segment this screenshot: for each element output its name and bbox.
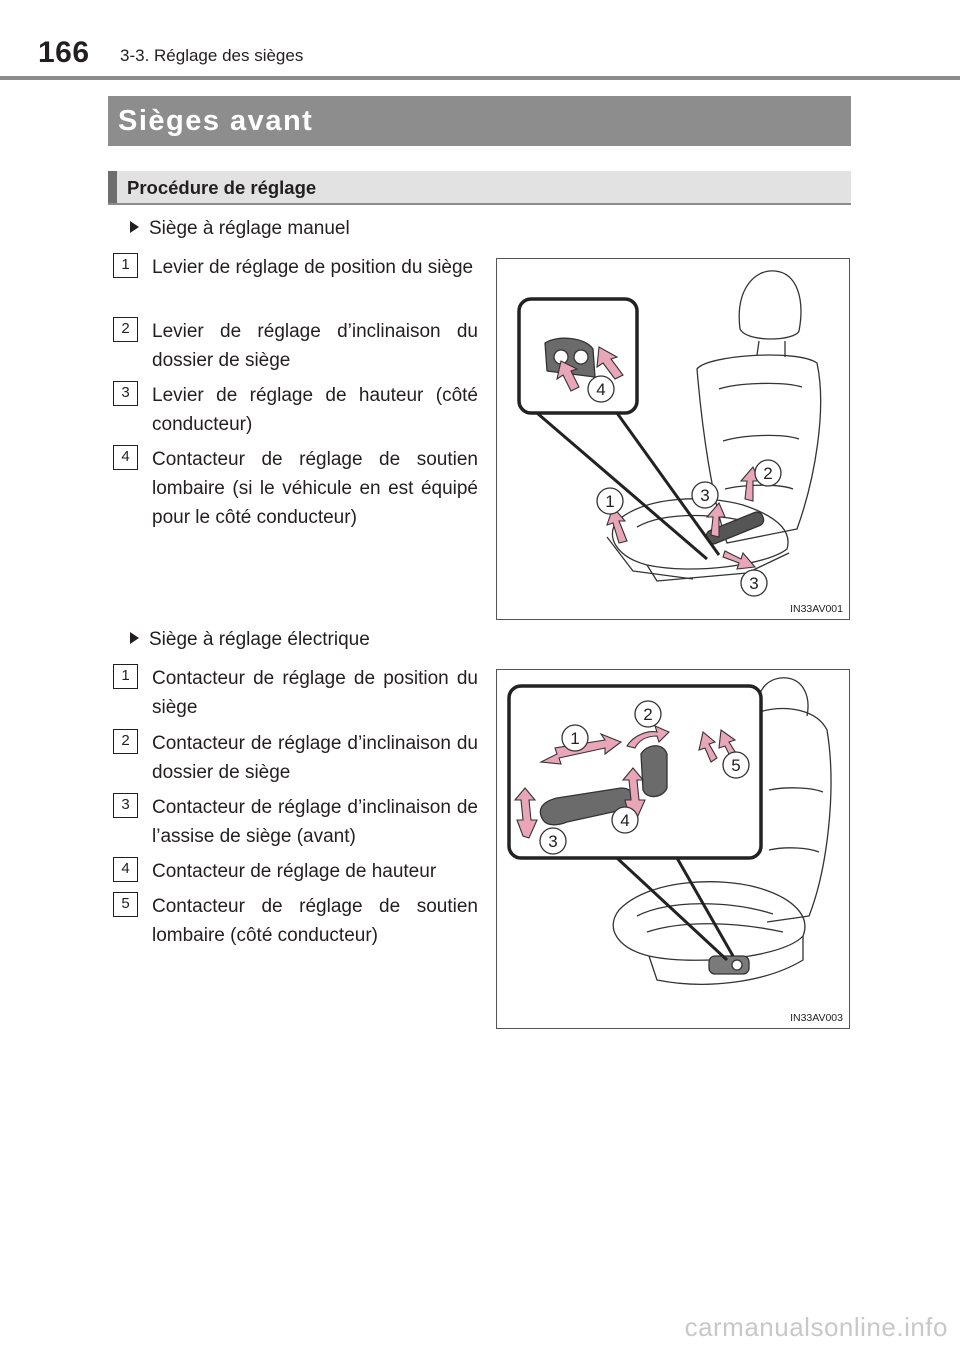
subsection-accent — [108, 171, 117, 203]
manual-seat-figure: 4 2 3 1 3 IN33AV001 — [496, 258, 850, 620]
electric-item-5: 5 Contacteur de réglage de soutien lomba… — [113, 892, 478, 950]
electric-item-2: 2 Contacteur de réglage d’inclinaison du… — [113, 729, 478, 787]
electric-seat-heading-text: Siège à réglage électrique — [149, 629, 370, 650]
item-number-badge: 3 — [113, 793, 138, 818]
subsection-title: Procédure de réglage — [127, 177, 317, 198]
callout-3b: 3 — [749, 574, 758, 593]
callout-circle — [596, 487, 624, 515]
manual-item-3: 3 Levier de réglage de hauteur (côté con… — [113, 381, 478, 439]
triangle-bullet-icon — [130, 221, 139, 233]
callout-1: 1 — [570, 729, 579, 748]
triangle-bullet-icon — [130, 632, 139, 644]
callout-circle — [561, 724, 589, 752]
callout-3: 3 — [700, 486, 709, 505]
item-number-badge: 2 — [113, 317, 138, 342]
callout-circle — [722, 751, 750, 779]
watermark: carmanualsonline.info — [684, 1312, 948, 1342]
item-text: Contacteur de réglage de soutien lombair… — [152, 449, 478, 528]
item-number-badge: 2 — [113, 729, 138, 754]
callout-circle — [611, 806, 639, 834]
callout-circle — [740, 569, 768, 597]
electric-item-1: 1 Contacteur de réglage de position du s… — [113, 664, 478, 722]
callout-3: 3 — [548, 832, 557, 851]
callout-4: 4 — [620, 811, 629, 830]
item-text: Contacteur de réglage d’inclinaison du d… — [152, 733, 478, 783]
item-number-badge: 5 — [113, 892, 138, 917]
callout-circle — [587, 375, 615, 403]
electric-seat-heading: Siège à réglage électrique — [130, 628, 370, 652]
item-number-badge: 3 — [113, 381, 138, 406]
manual-seat-heading: Siège à réglage manuel — [130, 217, 350, 241]
header-rule — [0, 76, 960, 80]
section-banner: Sièges avant — [108, 96, 851, 146]
item-text: Contacteur de réglage de hauteur — [152, 861, 437, 882]
item-number-badge: 1 — [113, 253, 138, 278]
callout-1: 1 — [605, 492, 614, 511]
figure-code: IN33AV001 — [790, 603, 843, 615]
section-title: Sièges avant — [118, 105, 314, 137]
item-text: Contacteur de réglage de position du siè… — [152, 668, 478, 718]
manual-item-2: 2 Levier de réglage d’inclinaison du dos… — [113, 317, 478, 375]
callout-circle — [539, 827, 567, 855]
page-number: 166 — [38, 36, 90, 69]
item-text: Contacteur de réglage de soutien lombair… — [152, 896, 478, 946]
electric-seat-illustration: 2 1 5 4 3 — [507, 677, 832, 985]
manual-seat-illustration: 4 2 3 1 3 — [517, 270, 822, 597]
callout-circle — [754, 459, 782, 487]
callout-2: 2 — [643, 705, 652, 724]
callout-5: 5 — [731, 756, 740, 775]
item-text: Levier de réglage de hauteur (côté condu… — [152, 385, 478, 435]
callout-circle — [634, 700, 662, 728]
item-number-badge: 4 — [113, 857, 138, 882]
callout-4: 4 — [596, 380, 605, 399]
item-text: Levier de réglage de position du siège — [152, 257, 474, 278]
page-header: 166 3-3. Réglage des sièges — [0, 0, 960, 80]
subsection-banner: Procédure de réglage — [108, 171, 851, 205]
manual-item-1: 1 Levier de réglage de position du siège — [113, 253, 478, 282]
manual-seat-heading-text: Siège à réglage manuel — [149, 218, 350, 239]
item-number-badge: 1 — [113, 664, 138, 689]
manual-item-4: 4 Contacteur de réglage de soutien lomba… — [113, 445, 478, 532]
item-text: Levier de réglage d’inclinaison du dossi… — [152, 321, 478, 371]
electric-seat-figure: 2 1 5 4 3 IN33AV003 — [496, 669, 850, 1029]
figure-code: IN33AV003 — [790, 1012, 843, 1024]
electric-item-4: 4 Contacteur de réglage de hauteur — [113, 857, 478, 886]
electric-item-3: 3 Contacteur de réglage d’inclinaison de… — [113, 793, 478, 851]
item-number-badge: 4 — [113, 445, 138, 470]
chapter-label: 3-3. Réglage des sièges — [120, 46, 304, 65]
callout-2: 2 — [763, 464, 772, 483]
item-text: Contacteur de réglage d’inclinaison de l… — [152, 797, 478, 847]
callout-circle — [691, 481, 719, 509]
